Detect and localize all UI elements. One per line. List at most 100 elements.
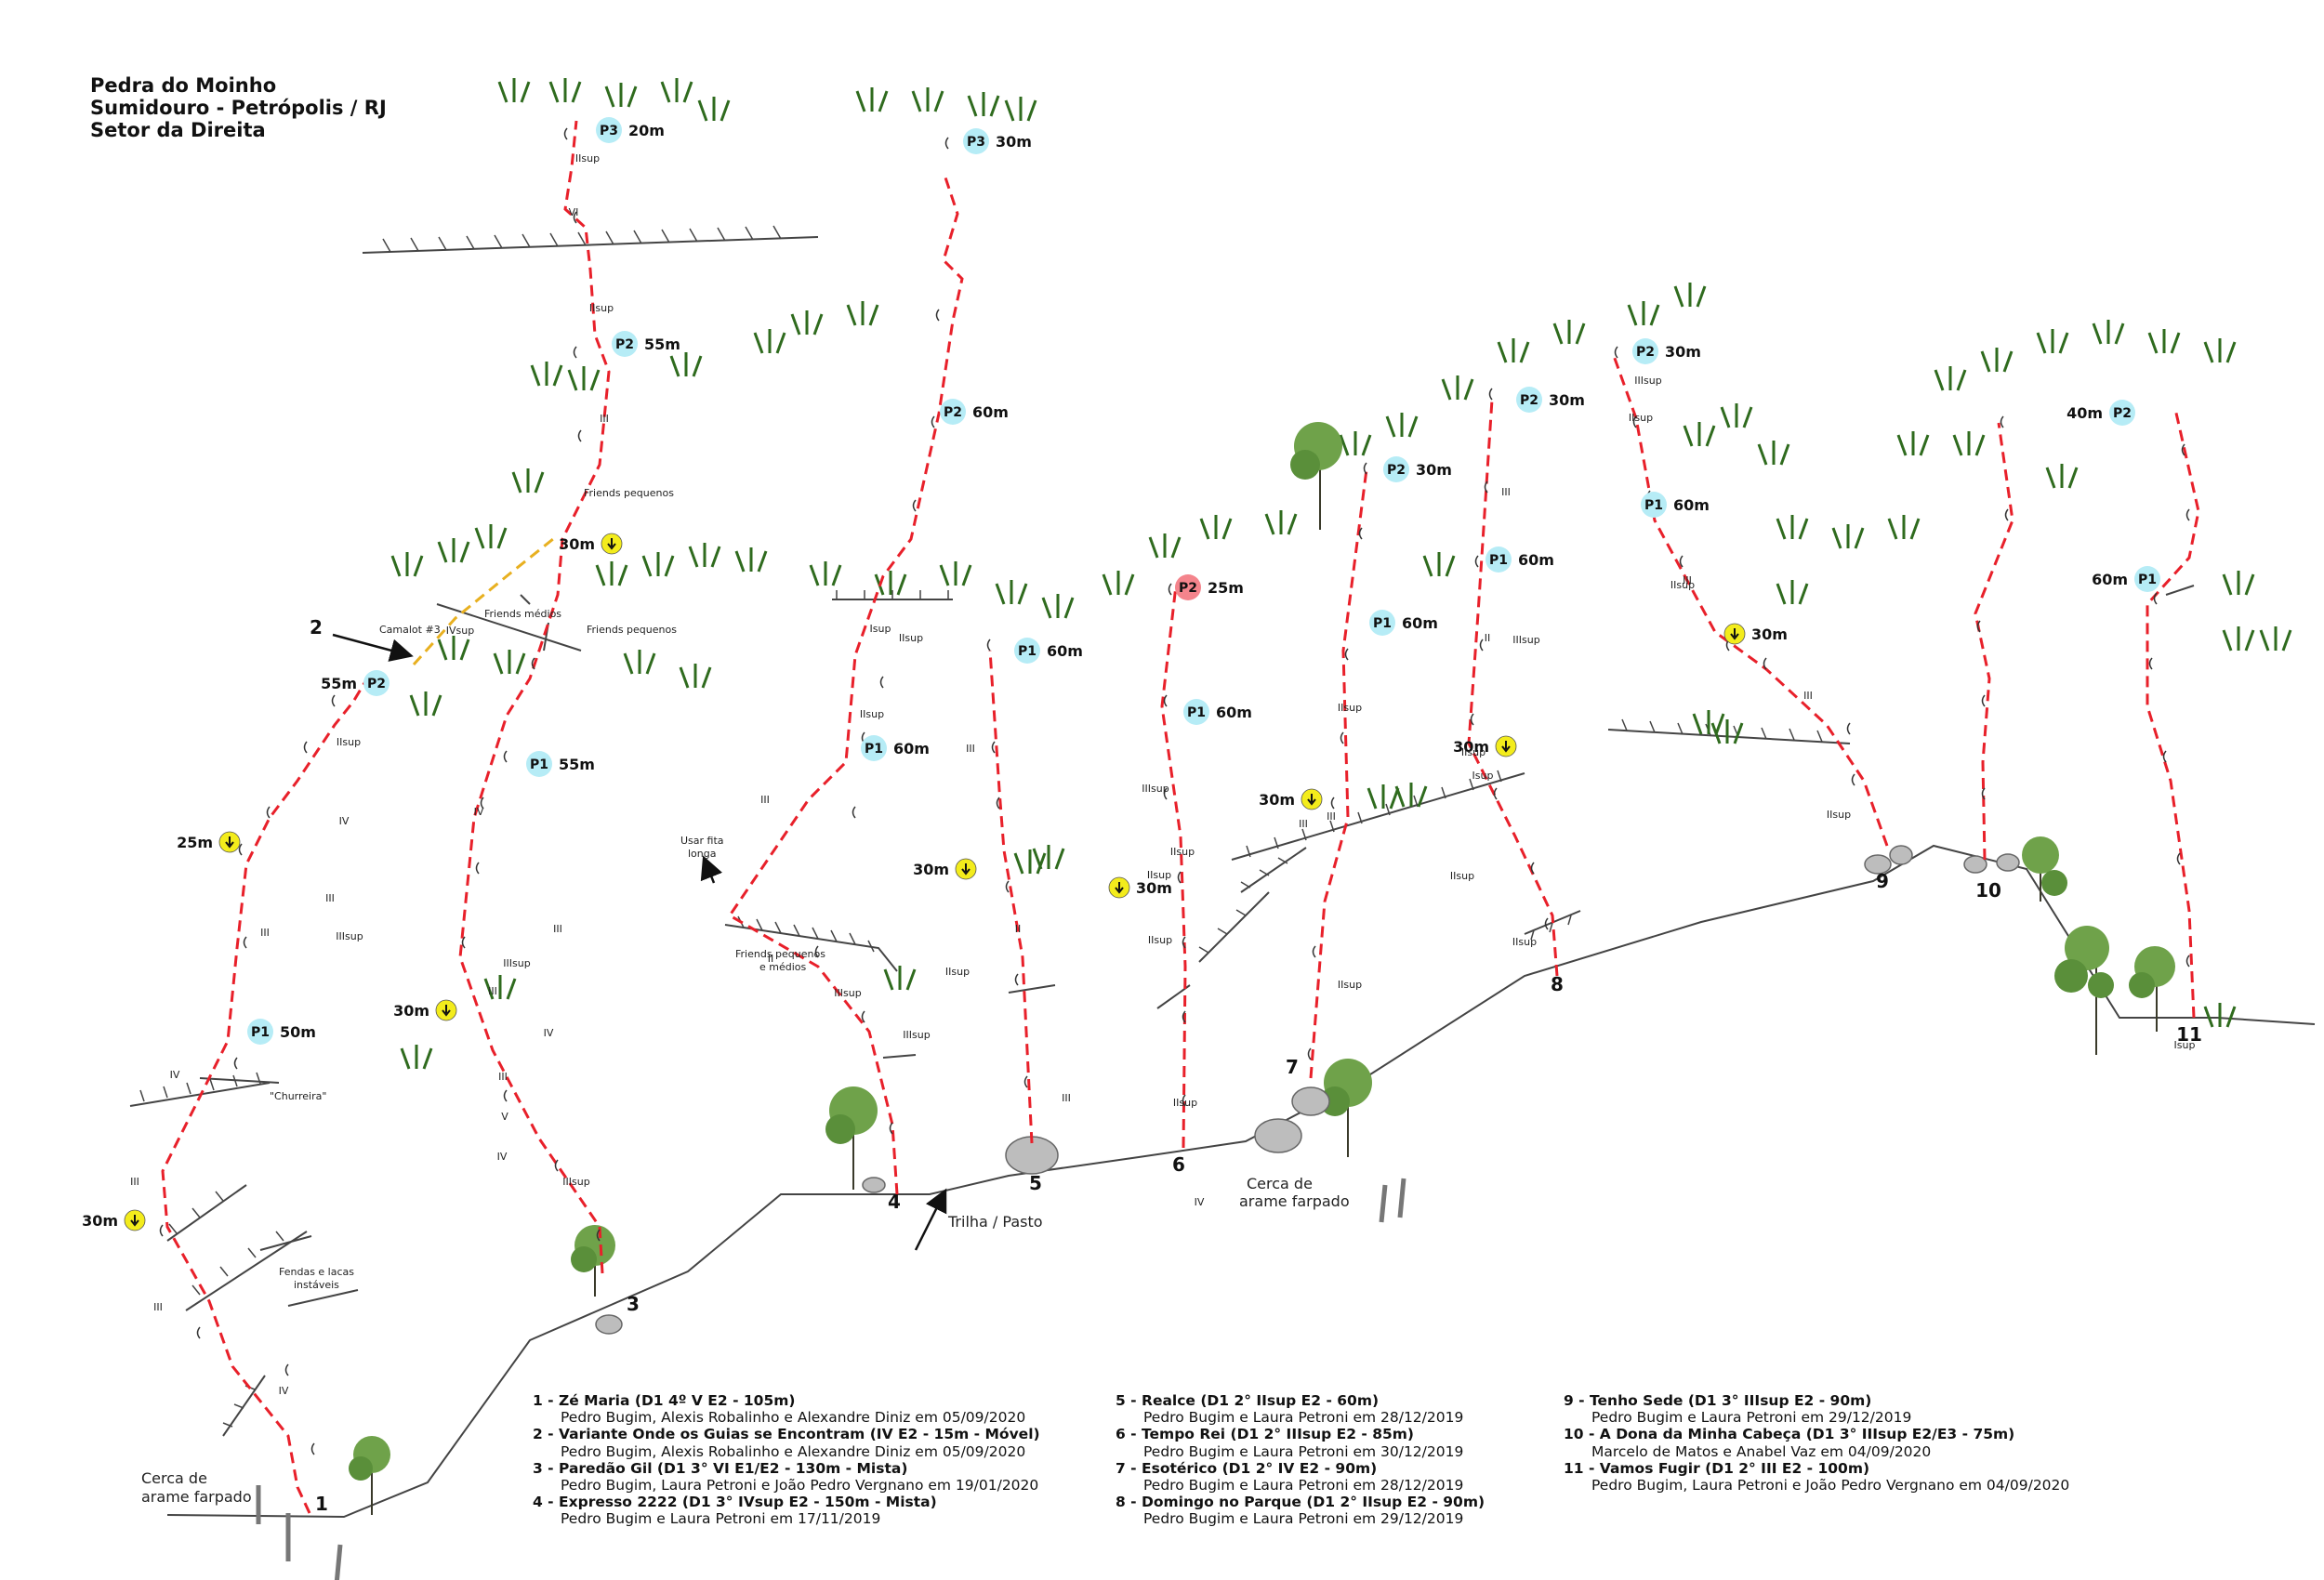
legend-route-7-authors: Pedro Bugim e Laura Petroni em 28/12/201… <box>1143 1477 1464 1494</box>
belay-badge <box>1641 492 1667 518</box>
pitch-grade: IIIsup <box>562 1176 589 1188</box>
rappel-distance: 30m <box>913 861 949 878</box>
belay-distance: 30m <box>1416 461 1452 479</box>
belay-label: P2 <box>367 677 386 691</box>
pitch-grade: IV <box>497 1151 508 1163</box>
belay-distance: 60m <box>1047 642 1083 660</box>
pitch-grade: IIsup <box>945 966 970 978</box>
pitch-grade: IIsup <box>1512 936 1537 948</box>
belay-badge <box>1383 456 1409 482</box>
pitch-grade: IIsup <box>1827 809 1851 821</box>
title-line-location: Sumidouro - Petrópolis / RJ <box>90 97 387 119</box>
legend-route-6-authors: Pedro Bugim e Laura Petroni em 30/12/201… <box>1143 1442 1464 1460</box>
route-6-line <box>1160 585 1187 1149</box>
grade-layer: IIsupVIIIsupIIIIIsupIVIIIsupIIIIIIIVVIVI… <box>130 152 2195 1397</box>
belay-distance: 25m <box>1208 579 1244 597</box>
belay-distance: 55m <box>644 336 680 353</box>
route-11-line <box>2146 408 2200 1019</box>
pitch-grade: IIsup <box>1461 746 1486 758</box>
pitch-grade: IIsup <box>860 708 884 720</box>
legend-column-1: 1 - Zé Maria (D1 4º V E2 - 105m) Pedro B… <box>533 1392 1040 1528</box>
routes <box>161 120 2200 1514</box>
belay-distance: 30m <box>996 133 1032 151</box>
belay-badge <box>963 128 989 154</box>
belay-distance: 60m <box>893 740 930 757</box>
belay-label: P2 <box>615 337 634 352</box>
pitch-grade: III <box>1062 1092 1071 1104</box>
belay-badge <box>2134 566 2160 592</box>
vegetation <box>390 78 2292 1070</box>
route-number: 7 <box>1286 1056 1299 1078</box>
pitch-grade: IIsup <box>1670 579 1695 591</box>
pitch-grade: IIsup <box>337 736 361 748</box>
pitch-grade: III <box>153 1301 163 1313</box>
pitch-grade: V <box>501 1111 508 1123</box>
belay-distance: 55m <box>559 756 595 773</box>
rappel-distance: 30m <box>1259 791 1295 809</box>
rappel-distance: 30m <box>1751 625 1788 643</box>
pitch-grade: Isup <box>870 623 891 635</box>
annotation-note: "Churreira" <box>270 1090 326 1102</box>
pitch-grade: III <box>498 1071 508 1083</box>
belay-station-p1d: P1 60m <box>1014 638 1083 664</box>
title-line-sector: Setor da Direita <box>90 119 266 141</box>
tree <box>349 1436 390 1515</box>
belay-label: P3 <box>600 124 618 138</box>
legend-route-9-title: 9 - Tenho Sede (D1 3° IIIsup E2 - 90m) <box>1564 1392 1872 1409</box>
pitch-grade: III <box>130 1176 139 1188</box>
legend-column-3: 9 - Tenho Sede (D1 3° IIIsup E2 - 90m) P… <box>1564 1392 2069 1494</box>
down-arrow-icon <box>1501 741 1511 753</box>
legend-route-1-authors: Pedro Bugim, Alexis Robalinho e Alexandr… <box>561 1409 1026 1427</box>
pitch-grade: Isup <box>2174 1039 2196 1051</box>
barbed-wire-fences <box>256 1178 1406 1580</box>
annotation-note: Usar fita <box>680 835 724 847</box>
pitch-grade: III <box>1327 810 1336 823</box>
route-number: 2 <box>310 616 323 639</box>
down-arrow-icon <box>961 863 971 876</box>
route-8-line <box>1467 399 1559 977</box>
annotation-note: Friends pequenos <box>584 487 674 499</box>
tree <box>571 1225 615 1297</box>
rappel-point-r9: 30m <box>82 1209 146 1231</box>
down-arrow-icon <box>1730 628 1739 640</box>
rappel-distance: 30m <box>393 1002 429 1020</box>
pitch-grade: IIsup <box>1629 412 1653 424</box>
rappel-point-r5: 30m <box>913 858 977 880</box>
title-line-crag: Pedra do Moinho <box>90 74 277 97</box>
pitch-grade: IIsup <box>1450 870 1474 882</box>
belay-badge <box>1183 699 1209 725</box>
route-number: 3 <box>627 1293 640 1315</box>
annotation-note: e médios <box>759 961 807 973</box>
belay-badge <box>1369 610 1395 636</box>
route-number: 8 <box>1551 973 1564 995</box>
belay-label: P2 <box>1179 581 1197 596</box>
legend-route-3-title: 3 - Paredão Gil (D1 3° VI E1/E2 - 130m -… <box>533 1459 908 1477</box>
belay-badge <box>1486 546 1512 573</box>
pitch-grade: IV <box>544 1027 554 1039</box>
belay-label: P1 <box>2138 573 2157 587</box>
legend-route-7-title: 7 - Esotérico (D1 2° IV E2 - 90m) <box>1116 1459 1378 1477</box>
legend-route-9-authors: Pedro Bugim e Laura Petroni em 29/12/201… <box>1591 1409 1912 1427</box>
route-number: 11 <box>2176 1023 2202 1046</box>
boulders <box>595 845 2020 1335</box>
pitch-grade: II <box>1485 632 1491 644</box>
belay-label: P1 <box>1018 644 1037 659</box>
pitch-grade: VI <box>569 206 579 218</box>
pitch-grade: III <box>260 927 270 939</box>
belay-label: P1 <box>1373 616 1392 631</box>
belay-distance: 30m <box>1549 391 1585 409</box>
route-2-arrow <box>332 633 414 662</box>
pitch-grade: IIsup <box>1173 1097 1197 1109</box>
legend-route-1-title: 1 - Zé Maria (D1 4º V E2 - 105m) <box>533 1392 796 1409</box>
bolt-markers <box>159 127 2190 1455</box>
pitch-grade: IIIsup <box>834 987 861 999</box>
belay-label: P2 <box>944 405 962 420</box>
pitch-grade: III <box>600 413 609 425</box>
